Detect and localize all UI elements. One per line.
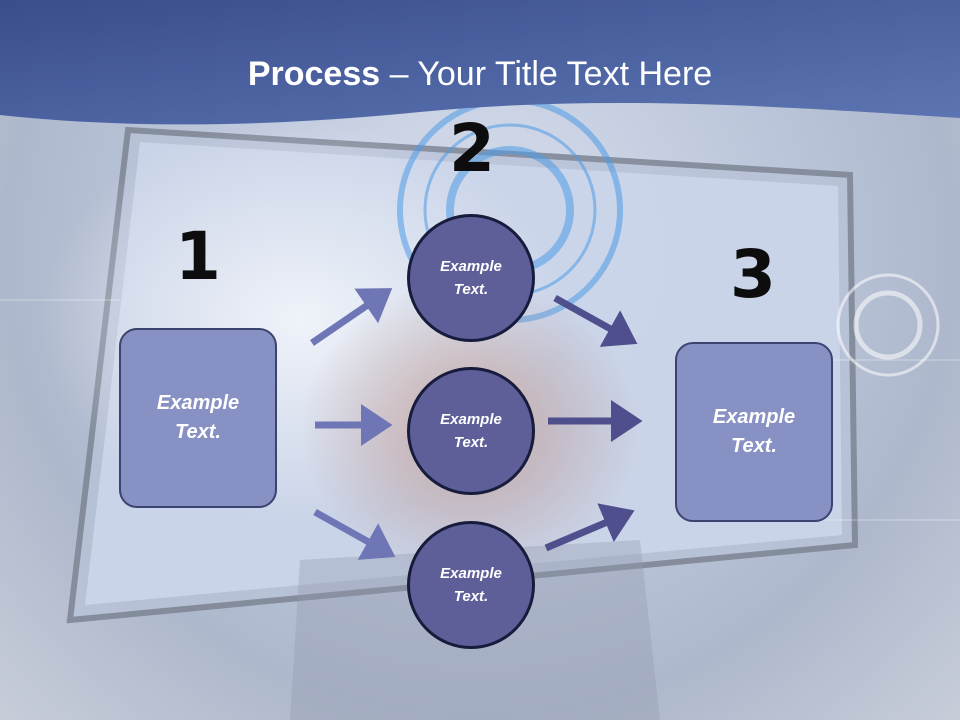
circle-bottom-line2: Text. bbox=[453, 588, 489, 605]
arrow-top-to-3 bbox=[553, 294, 638, 347]
right-box-line1: Example bbox=[712, 406, 796, 428]
title-rest: – Your Title Text Here bbox=[380, 55, 713, 93]
step-number-1: 1 bbox=[175, 218, 221, 295]
arrow-1-to-top bbox=[310, 288, 393, 346]
left-step-box: Example Text. bbox=[119, 328, 277, 508]
circle-top: Example Text. bbox=[407, 214, 535, 342]
left-box-line1: Example bbox=[156, 392, 240, 414]
circle-middle-line2: Text. bbox=[453, 434, 489, 451]
left-box-line2: Text. bbox=[175, 421, 221, 443]
circle-bottom-line1: Example bbox=[440, 565, 502, 582]
slide-title: Process – Your Title Text Here bbox=[0, 52, 960, 96]
circle-middle: Example Text. bbox=[407, 367, 535, 495]
circle-top-line1: Example bbox=[440, 258, 502, 275]
right-step-box: Example Text. bbox=[675, 342, 833, 522]
arrow-1-to-bottom bbox=[313, 508, 396, 560]
circle-bottom: Example Text. bbox=[407, 521, 535, 649]
circle-top-line2: Text. bbox=[453, 281, 489, 298]
circle-middle-line1: Example bbox=[440, 411, 502, 428]
step-number-2: 2 bbox=[449, 110, 495, 187]
step-number-3: 3 bbox=[730, 236, 776, 313]
right-box-line2: Text. bbox=[731, 435, 777, 457]
arrow-bottom-to-3 bbox=[544, 503, 635, 552]
title-bold: Process bbox=[247, 55, 381, 93]
